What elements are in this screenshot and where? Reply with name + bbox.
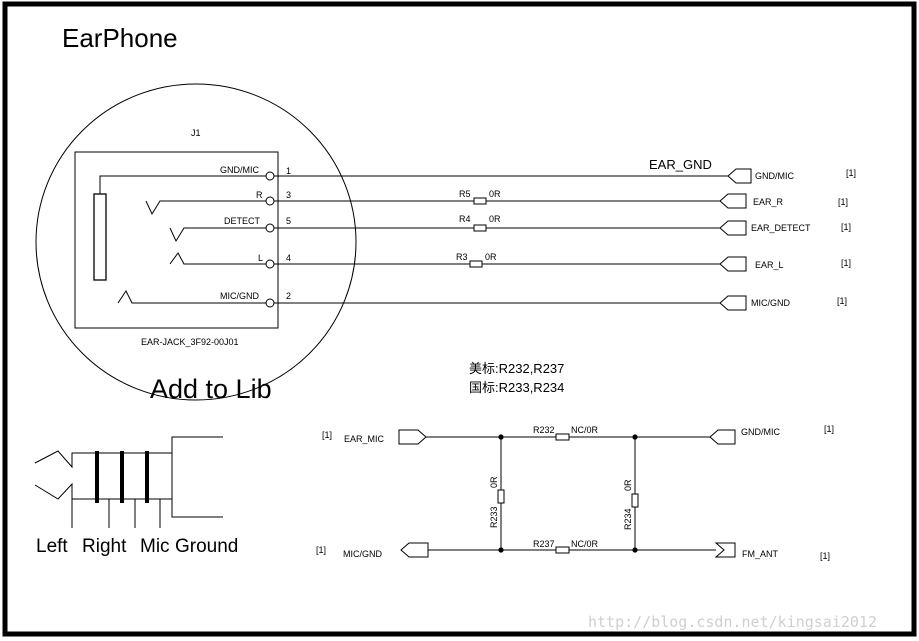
port-sheet-ref: [1] xyxy=(837,296,847,306)
resistor-r232 xyxy=(555,433,570,441)
resistor-r4 xyxy=(473,224,487,232)
resistor-value: 0R xyxy=(485,252,497,262)
net-label-ear-gnd: EAR_GND xyxy=(649,157,712,172)
port-sheet-ref: [1] xyxy=(824,424,834,434)
resistor-value: NC/0R xyxy=(571,425,599,435)
jack-pin-circle xyxy=(265,223,275,233)
port-label: GND/MIC xyxy=(741,427,780,437)
plug-label-ground: Ground xyxy=(175,536,238,557)
jack-pin3-wire xyxy=(145,200,266,216)
jack-pin-label: L xyxy=(258,253,263,263)
port-ear-l xyxy=(719,256,747,272)
note-us-standard: 美标:R232,R237 xyxy=(469,361,564,376)
plug-handle xyxy=(171,436,223,518)
watermark: http://blog.csdn.net/kingsai2012 xyxy=(588,613,877,631)
resistor-value: 0R xyxy=(489,214,501,224)
title: EarPhone xyxy=(62,23,178,53)
port-label: EAR_MIC xyxy=(344,434,385,444)
jack-pin4-wire xyxy=(169,252,266,265)
jack-pin-number: 4 xyxy=(286,253,291,263)
resistor-value: 0R xyxy=(489,189,501,199)
junction-dot xyxy=(498,434,504,440)
jack-pin-label: MIC/GND xyxy=(220,291,259,301)
note-cn-standard: 国标:R233,R234 xyxy=(469,380,564,395)
port-sheet-ref: [1] xyxy=(316,545,326,555)
port-gnd-mic xyxy=(727,168,752,184)
jack-body xyxy=(74,151,279,329)
resistor-r3 xyxy=(469,260,483,268)
port-label: EAR_L xyxy=(755,260,784,270)
resistor-r237 xyxy=(555,546,570,554)
port-label: GND/MIC xyxy=(755,171,794,181)
port-sheet-ref: [1] xyxy=(846,168,856,178)
port-mic-gnd xyxy=(719,295,747,311)
resistor-ref: R233 xyxy=(489,506,499,528)
plug-label-left: Left xyxy=(36,536,68,557)
add-to-lib-note: Add to Lib xyxy=(150,374,272,404)
jack-pin-number: 5 xyxy=(286,216,291,226)
resistor-ref: R5 xyxy=(459,189,471,199)
jack-ref: J1 xyxy=(191,128,201,138)
resistor-ref: R232 xyxy=(533,425,555,435)
junction-dot xyxy=(632,434,638,440)
resistor-value: NC/0R xyxy=(571,539,599,549)
jack-part-number: EAR-JACK_3F92-00J01 xyxy=(141,337,239,347)
resistor-r5 xyxy=(473,197,487,205)
port-sheet-ref: [1] xyxy=(322,430,332,440)
jack-pin5-wire xyxy=(169,227,266,243)
jack-pin-label: DETECT xyxy=(224,216,261,226)
port-sheet-ref: [1] xyxy=(838,197,848,207)
jack-pin2-wire xyxy=(117,290,266,304)
annotation-circle xyxy=(35,83,357,401)
port-fm-ant xyxy=(714,542,736,558)
plug-tip-top xyxy=(34,450,88,469)
port-ear-detect xyxy=(719,220,747,236)
port-label: EAR_R xyxy=(753,197,784,207)
port-label: EAR_DETECT xyxy=(751,223,811,233)
port-label: FM_ANT xyxy=(742,549,779,559)
plug-tip-bottom xyxy=(34,482,88,500)
resistor-ref: R234 xyxy=(623,508,633,530)
top-ports: GND/MIC [1] EAR_R [1] EAR_DETECT [1] EAR… xyxy=(719,168,856,311)
port-sheet-ref: [1] xyxy=(841,222,851,232)
plug-drawing: Left Right Mic Ground xyxy=(34,436,238,557)
port-mic-gnd-bottom xyxy=(400,542,429,558)
port-ear-mic xyxy=(398,429,427,445)
jack-pin-label: GND/MIC xyxy=(220,165,259,175)
jack-pin-circle xyxy=(265,171,275,181)
port-ear-r xyxy=(719,193,747,209)
jack-pin-circle xyxy=(265,259,275,269)
bottom-circuit: EAR_MIC [1] MIC/GND [1] R232 NC/0R R237 … xyxy=(316,424,834,561)
resistor-ref: R3 xyxy=(456,252,468,262)
jack-pin-number: 2 xyxy=(286,291,291,301)
plug-label-right: Right xyxy=(82,536,127,557)
jack-sleeve xyxy=(93,193,107,281)
port-sheet-ref: [1] xyxy=(820,551,830,561)
top-nets: EAR_GND R5 0R R4 0R R3 0R xyxy=(274,157,728,304)
junction-dot xyxy=(632,547,638,553)
resistor-value: 0R xyxy=(489,476,499,488)
port-gnd-mic-bottom xyxy=(709,429,736,445)
junction-dot xyxy=(498,547,504,553)
resistor-ref: R4 xyxy=(459,214,471,224)
port-label: MIC/GND xyxy=(343,549,382,559)
resistor-value: 0R xyxy=(623,479,633,491)
jack-pin-number: 1 xyxy=(286,166,291,176)
jack-pin1-wire xyxy=(99,175,266,194)
jack-j1: J1 EAR-JACK_3F92-00J01 GND/MIC R DETECT … xyxy=(74,128,291,347)
port-label: MIC/GND xyxy=(751,298,790,308)
resistor-ref: R237 xyxy=(533,539,555,549)
resistor-r234 xyxy=(631,493,639,508)
resistor-r233 xyxy=(497,489,505,504)
port-sheet-ref: [1] xyxy=(841,258,851,268)
jack-pin-number: 3 xyxy=(286,190,291,200)
jack-pin-circle xyxy=(265,196,275,206)
jack-pin-circle xyxy=(265,298,275,308)
plug-label-mic: Mic xyxy=(140,536,170,557)
jack-pin-label: R xyxy=(256,190,263,200)
